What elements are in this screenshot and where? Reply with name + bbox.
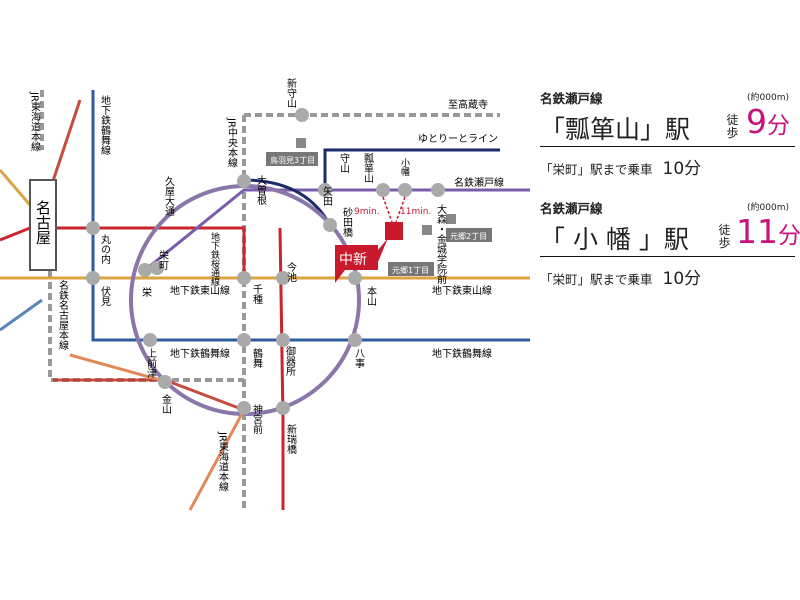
aonami-line	[0, 298, 43, 332]
route-obata: 名鉄瀬戸線 (約000m) 「 小 幡 」駅 徒歩 11分 「栄町」駅まで乗車 1…	[540, 198, 800, 298]
sakuradori-line	[0, 226, 246, 278]
station-hisaya-odori: 久屋大通	[163, 176, 175, 216]
station-sakae: 栄	[142, 287, 152, 299]
ride-info: 「栄町」駅まで乗車 10分	[540, 154, 701, 179]
ride-from: 「栄町」駅まで乗車	[540, 272, 653, 287]
route-line-name: 名鉄瀬戸線	[540, 91, 603, 106]
landmark-label-box	[266, 152, 318, 166]
line-label-jr-chuo: JR中央本線	[226, 117, 238, 168]
station-yagoto: 八事	[353, 348, 365, 368]
walk-label: 徒歩	[726, 113, 739, 140]
station-marunouchi: 丸の内	[99, 233, 111, 265]
line-label-sakuradori: 地下鉄桜通線	[209, 231, 220, 286]
station-yada: 矢田	[321, 185, 333, 206]
walk-minutes-unit: 分	[778, 223, 800, 249]
line-label-meitetsu-seto: 名鉄瀬戸線	[454, 176, 504, 189]
site-label-box	[335, 245, 378, 283]
station-sunadabashi: 砂田橋	[341, 206, 353, 238]
station-nagoya: 名古屋	[34, 200, 52, 245]
meiko-line	[69, 353, 246, 511]
station-hyotanyama: 瓢箪山	[362, 152, 374, 183]
ride-minutes: 10分	[662, 159, 702, 179]
station-tsurumai: 鶴舞	[251, 347, 263, 369]
landmark-marker	[296, 138, 306, 148]
line-label-higashiyama-right: 地下鉄東山線	[432, 284, 492, 297]
station-chikusa: 千種	[251, 284, 263, 305]
station-gokiso: 御器所	[284, 345, 296, 377]
landmark-label-box	[388, 262, 434, 276]
line-label-shiko: 至高蔵寺	[448, 98, 488, 111]
station-fushimi: 伏見	[99, 285, 111, 307]
line-label-yutorito: ゆとりーとライン	[418, 133, 498, 145]
landmark-label-box	[446, 228, 492, 242]
line-label-jr-tokaido-bottom: JR東海道本線	[217, 431, 229, 492]
jr-chuo-right	[0, 169, 32, 206]
station-dots	[86, 108, 445, 415]
route-map: JR東海道本線 地下鉄鶴舞線 JR中央本線 至高蔵寺 ゆとりーとライン 名鉄瀬戸…	[0, 77, 530, 511]
line-label-tsurumai-right: 地下鉄鶴舞線	[432, 347, 492, 360]
station-shinmoriyama: 新守山	[285, 77, 297, 108]
walk-label: 徒歩	[718, 223, 731, 250]
line-label-tsurumai-left: 地下鉄鶴舞線	[170, 347, 230, 360]
walk-minutes: 9分	[746, 102, 790, 141]
line-label-higashiyama-left: 地下鉄東山線	[170, 284, 230, 297]
station-moriyama: 守山	[338, 152, 350, 173]
site-label: 中新	[339, 252, 367, 268]
station-kamimaezu: 上前津	[145, 348, 157, 379]
walk-minutes-value: 9	[746, 102, 767, 141]
landmark-marker	[422, 225, 432, 235]
site-pointer	[378, 238, 388, 262]
walk-route-right	[395, 196, 406, 223]
tsurumai-line	[91, 90, 530, 342]
line-label-tsurumai-top: 地下鉄鶴舞線	[99, 94, 111, 155]
ride-minutes: 10分	[662, 269, 702, 289]
route-divider	[540, 256, 795, 257]
ride-info: 「栄町」駅まで乗車 10分	[540, 264, 701, 289]
station-jingumae: 神宮前	[251, 403, 263, 435]
station-sakaemachi: 栄町	[157, 250, 169, 270]
site-marker	[385, 222, 403, 240]
station-imaike: 今池	[285, 261, 297, 282]
station-omori: 大森・金城学院前	[435, 203, 447, 285]
landmark-motogo1: 元郷1丁目	[392, 266, 429, 275]
route-station-name: 「瓢箪山」駅	[540, 115, 691, 144]
station-obata: 小幡	[399, 158, 410, 177]
jr-tokaido-line	[40, 90, 246, 510]
walk-minutes-value: 11	[736, 212, 778, 251]
station-arahata: 新瑞橋	[285, 423, 297, 455]
route-line-name: 名鉄瀬戸線	[540, 201, 603, 216]
walk-minutes: 11分	[736, 212, 800, 251]
route-station-name: 「 小 幡 」駅	[540, 225, 689, 254]
route-distance: (約000m)	[747, 93, 789, 103]
station-ozone: 大曽根	[255, 174, 267, 206]
station-motoyama: 本山	[365, 285, 377, 306]
nagoya-station-box	[29, 179, 57, 271]
line-label-jr-tokaido-left: JR東海道本線	[29, 91, 41, 152]
ride-from: 「栄町」駅まで乗車	[540, 162, 653, 177]
walk-time-right: 11min.	[400, 207, 431, 217]
route-divider	[540, 146, 795, 147]
station-kanayama: 金山	[160, 393, 172, 414]
landmark-marker	[446, 214, 456, 224]
landmark-torimi: 鳥羽見3丁目	[270, 155, 315, 165]
walk-time-left: 9min.	[354, 207, 380, 217]
line-label-meitetsu-nagoya: 名鉄名古屋本線	[57, 279, 69, 350]
route-hyotanyama: 名鉄瀬戸線 (約000m) 「瓢箪山」駅 徒歩 9分 「栄町」駅まで乗車 10分	[540, 88, 795, 188]
route-distance: (約000m)	[747, 203, 789, 213]
sakuradori-extension	[278, 227, 285, 510]
landmark-motogo2: 元郷2丁目	[450, 232, 487, 241]
walk-route-left	[382, 196, 393, 223]
walk-minutes-unit: 分	[767, 113, 790, 139]
